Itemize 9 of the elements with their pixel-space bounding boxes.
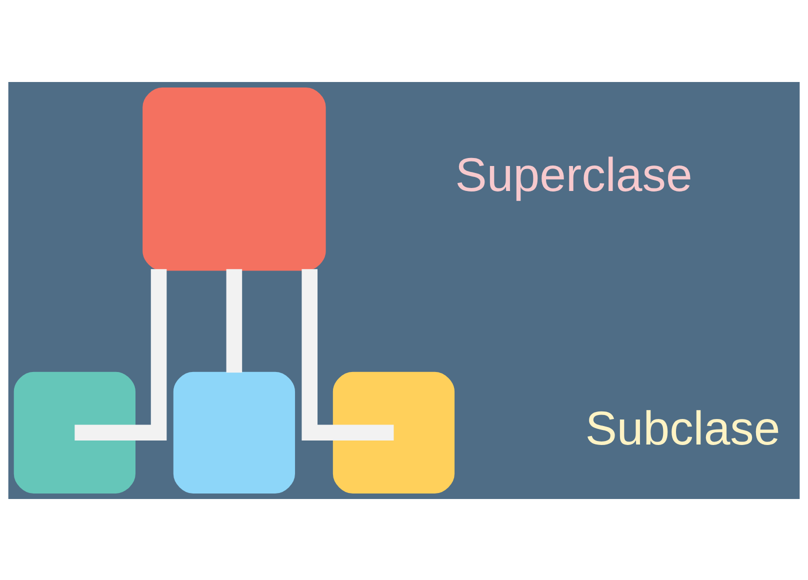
connector bbox=[226, 268, 242, 372]
label: Superclase bbox=[455, 148, 692, 202]
node-box bbox=[173, 371, 296, 493]
connector bbox=[302, 268, 394, 440]
node-box bbox=[332, 371, 455, 493]
label: Subclase bbox=[585, 402, 780, 456]
node-box bbox=[14, 371, 136, 493]
connector bbox=[74, 268, 167, 440]
node-box bbox=[142, 87, 326, 270]
